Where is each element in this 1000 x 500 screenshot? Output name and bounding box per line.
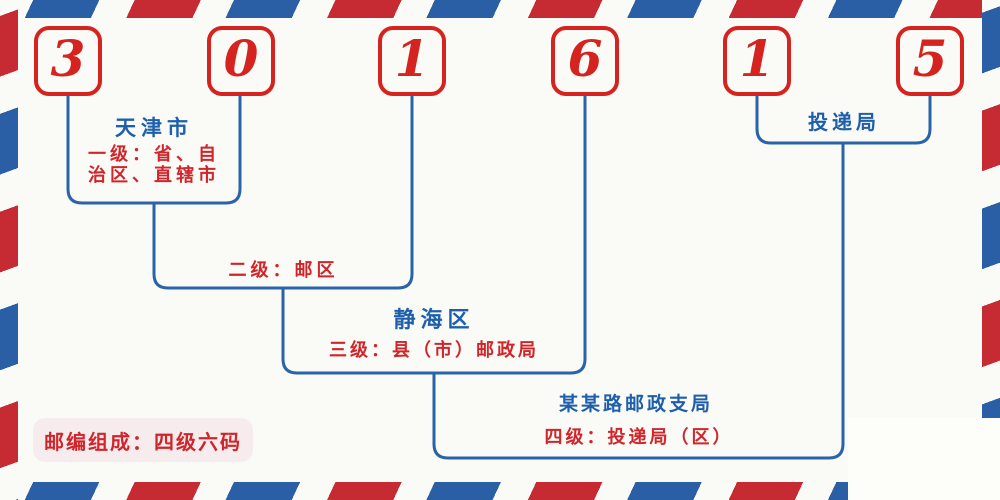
digit-box-5: 1 [723,26,791,96]
postcode-composition-badge: 邮编组成：四级六码 [33,418,253,462]
digit-box-4: 6 [551,26,619,96]
airmail-border-right [982,0,1000,500]
bracket-level4 [432,143,845,460]
digit-value-4: 6 [567,29,603,88]
airmail-border-top [0,0,1000,18]
digit-box-2: 0 [207,26,275,96]
border-blank-patch [848,418,1000,500]
level2-desc: 二级：邮区 [228,260,339,281]
postcode-composition-text: 邮编组成：四级六码 [44,429,242,454]
level1-desc: 一级：省、自 治区、直辖市 [74,144,234,186]
digit-value-2: 0 [223,29,259,88]
digit-box-1: 3 [34,26,102,96]
airmail-border-bottom [0,482,1000,500]
level3-desc: 三级：县（市）邮政局 [329,340,539,361]
level4-place-label: 某某路邮政支局 [558,393,713,415]
digit-box-3: 1 [378,26,446,96]
airmail-border-left [0,0,18,500]
digit-box-6: 5 [896,26,964,96]
level4-desc: 四级：投递局（区） [544,427,734,448]
bracket-delivery [755,96,932,145]
digit-value-3: 1 [394,29,430,88]
digit-value-6: 5 [912,29,948,88]
level1-desc-line1: 一级：省、自 [88,144,220,165]
delivery-office-label: 投递局 [808,110,880,134]
digit-value-1: 3 [50,29,86,88]
level3-place-label: 静海区 [393,308,475,333]
digit-value-5: 1 [739,29,775,88]
level1-place-label: 天津市 [115,116,193,140]
level1-desc-line2: 治区、直辖市 [88,165,220,186]
